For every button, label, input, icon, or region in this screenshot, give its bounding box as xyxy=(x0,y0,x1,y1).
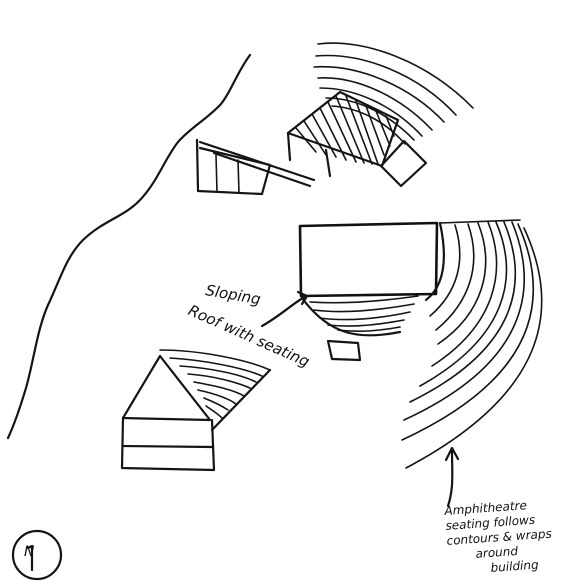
main-small-block xyxy=(326,339,362,362)
amphitheatre-seating xyxy=(401,219,543,469)
lower-roof-seating xyxy=(159,349,272,432)
roof-callout-arrow xyxy=(260,290,309,328)
coastline-contour xyxy=(6,53,252,440)
amphitheatre-annotation: Amphitheatre seating follows contours & … xyxy=(444,496,567,579)
amphitheatre-callout-arrow xyxy=(444,446,460,508)
lower-house-roof xyxy=(121,354,212,422)
north-arrow-icon xyxy=(11,529,63,581)
main-building-group xyxy=(298,219,543,469)
upper-left-block xyxy=(195,138,272,196)
main-sloping-roof xyxy=(300,295,419,337)
north-label: N xyxy=(24,544,35,560)
lower-building-group xyxy=(120,349,272,472)
upper-building-group xyxy=(195,42,474,196)
upper-sloping-roof xyxy=(286,90,400,178)
lower-house-block xyxy=(120,416,216,472)
main-building-block xyxy=(298,221,439,298)
upper-small-block xyxy=(379,139,428,188)
